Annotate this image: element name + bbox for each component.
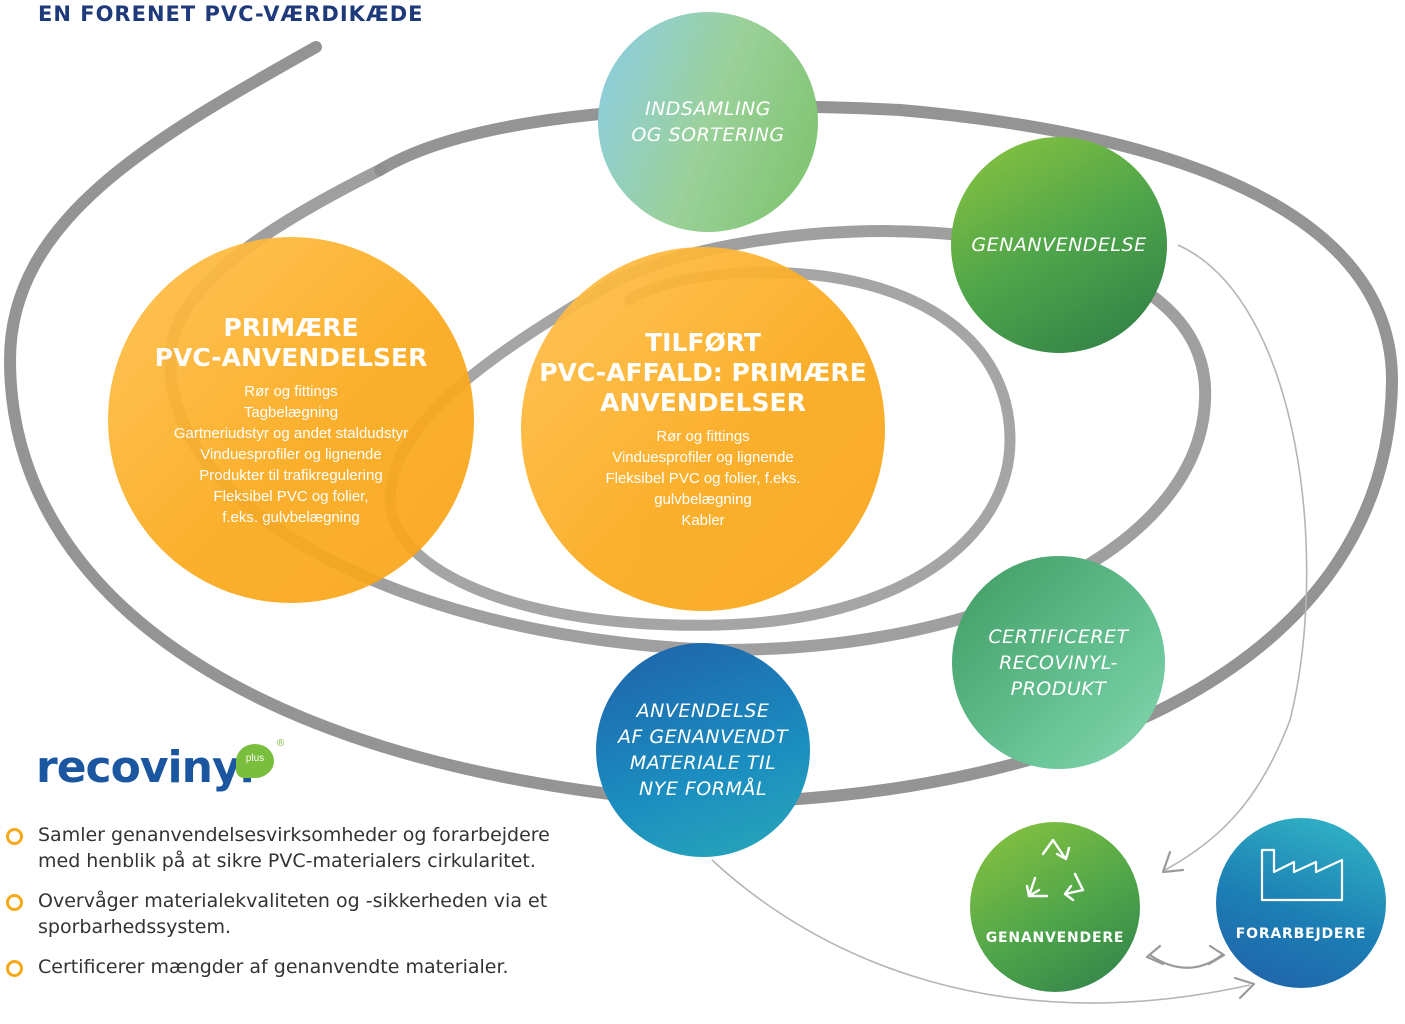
list-item: Produkter til trafikregulering	[199, 466, 383, 484]
converters-label: FORARBEJDERE	[1235, 926, 1367, 942]
added-items: Rør og fittings Vinduesprofiler og ligne…	[605, 426, 800, 531]
recycling-circle: GENANVENDELSE	[951, 137, 1167, 353]
certified-label: CERTIFICERET RECOVINYL- PRODUKT	[988, 625, 1129, 700]
list-item: Fleksibel PVC og folier, f.eks. gulvbelæ…	[213, 487, 369, 526]
added-pvc-waste-circle: TILFØRT PVC-AFFALD: PRIMÆRE ANVENDELSER …	[521, 247, 885, 611]
connector-use-to-converters	[711, 859, 1251, 1004]
arrowhead-converters	[1233, 976, 1256, 1000]
logo-registered-mark: ®	[277, 738, 285, 749]
bullet-dot-icon	[6, 894, 23, 911]
primary-items: Rør og fittings Tagbelægning Gartneriuds…	[174, 381, 408, 528]
bullet-dot-icon	[6, 960, 23, 977]
bullet-text: Overvåger materialekvaliteten og -sikker…	[38, 890, 548, 938]
bullet-text: Certificerer mængder af genanvendte mate…	[38, 956, 509, 978]
connector-recycling-to-recyclers	[1164, 244, 1308, 871]
recycling-label: GENANVENDELSE	[971, 234, 1147, 256]
new-use-circle: ANVENDELSE AF GENANVENDT MATERIALE TIL N…	[596, 643, 810, 857]
recyclers-label: GENANVENDERE	[985, 930, 1125, 946]
page-title: EN FORENET PVC-VÆRDIKÆDE	[38, 2, 424, 26]
primary-pvc-applications-circle: PRIMÆRE PVC-ANVENDELSER Rør og fittings …	[108, 237, 474, 603]
recovinyl-logo: recovinyl plus ®	[36, 738, 284, 793]
list-item: Tagbelægning	[243, 403, 339, 421]
list-item: Rør og fittings	[656, 427, 750, 445]
logo-badge: plus	[236, 744, 274, 778]
list-item: Fleksibel PVC og folier, f.eks. gulvbelæ…	[605, 469, 801, 508]
converters-circle: FORARBEJDERE	[1216, 818, 1386, 988]
list-item: Vinduesprofiler og lignende	[200, 445, 382, 463]
use-label: ANVENDELSE AF GENANVENDT MATERIALE TIL N…	[617, 700, 789, 800]
recyclers-circle: GENANVENDERE	[970, 822, 1140, 992]
bullet-dot-icon	[6, 828, 23, 845]
bullet-list: Samler genanvendelsesvirksomheder og for…	[6, 822, 586, 994]
list-item: Certificerer mængder af genanvendte mate…	[6, 954, 586, 980]
double-arrow-head-right	[1207, 944, 1226, 966]
double-arrow-head-left	[1145, 944, 1165, 966]
list-item: Vinduesprofiler og lignende	[612, 448, 794, 466]
list-item: Samler genanvendelsesvirksomheder og for…	[6, 822, 586, 874]
collection-sorting-circle: INDSAMLING OG SORTERING	[598, 12, 818, 232]
arrowhead-recyclers	[1161, 850, 1185, 874]
bullet-text: Samler genanvendelsesvirksomheder og for…	[38, 824, 550, 872]
primary-heading: PRIMÆRE PVC-ANVENDELSER	[154, 312, 428, 372]
list-item: Gartneriudstyr og andet staldudstyr	[173, 424, 409, 442]
list-item: Rør og fittings	[244, 382, 338, 400]
list-item: Kabler	[681, 511, 725, 529]
collection-label: INDSAMLING OG SORTERING	[631, 98, 785, 146]
double-arrow	[1148, 953, 1224, 969]
recycle-icon	[1025, 838, 1085, 902]
factory-icon	[1260, 848, 1344, 902]
list-item: Overvåger materialekvaliteten og -sikker…	[6, 888, 586, 940]
certified-product-circle: CERTIFICERET RECOVINYL- PRODUKT	[952, 556, 1165, 769]
added-heading: TILFØRT PVC-AFFALD: PRIMÆRE ANVENDELSER	[539, 327, 867, 417]
logo-text: recovinyl	[36, 742, 255, 793]
